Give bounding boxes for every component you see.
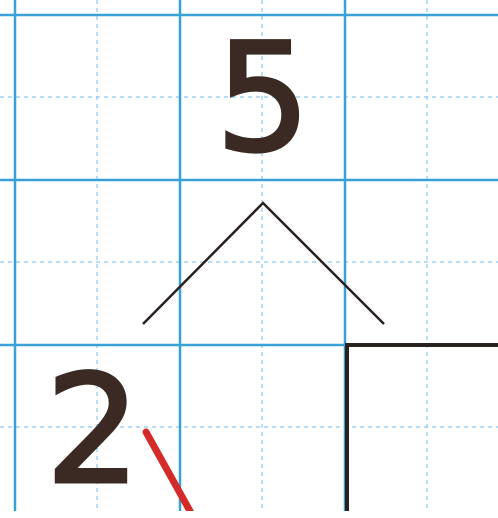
- part-number-left: 2: [30, 356, 156, 506]
- whole-number: 5: [200, 24, 326, 174]
- answer-box: [347, 345, 498, 511]
